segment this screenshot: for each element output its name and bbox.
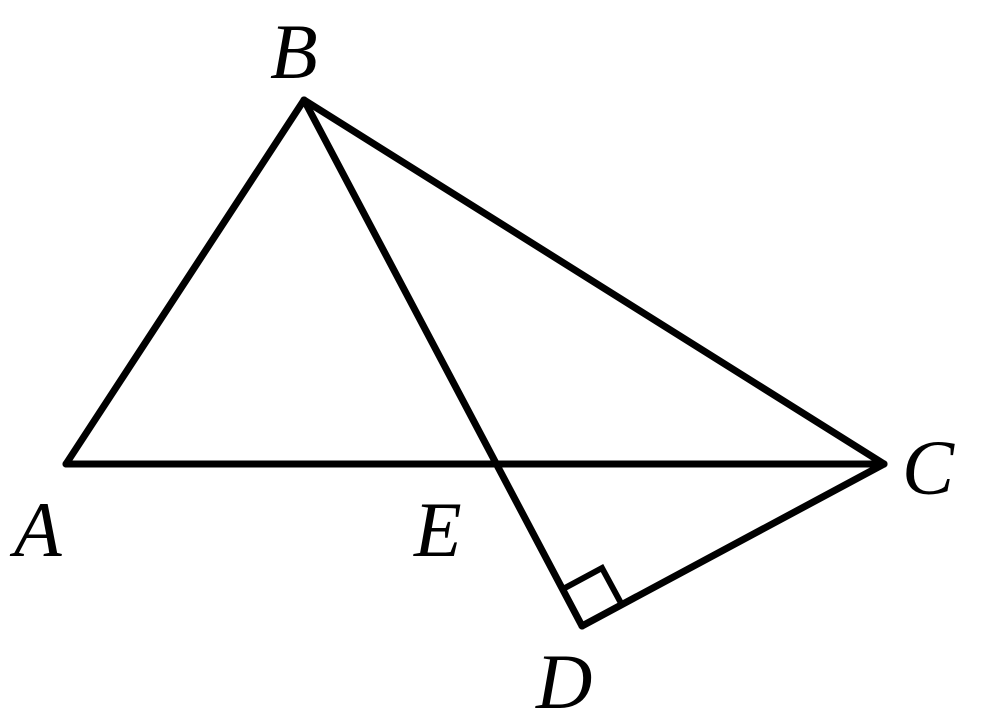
vertex-label-d: D — [535, 638, 592, 724]
right-angle-mark-d — [561, 563, 625, 607]
vertex-label-b: B — [270, 8, 318, 95]
vertex-label-a: A — [9, 486, 62, 573]
segment-bc — [300, 96, 888, 468]
vertex-label-c: C — [902, 424, 955, 511]
segment-bd — [300, 96, 586, 630]
segment-ab — [62, 96, 308, 468]
segment-cd — [578, 460, 888, 630]
vertex-label-e: E — [413, 486, 462, 573]
